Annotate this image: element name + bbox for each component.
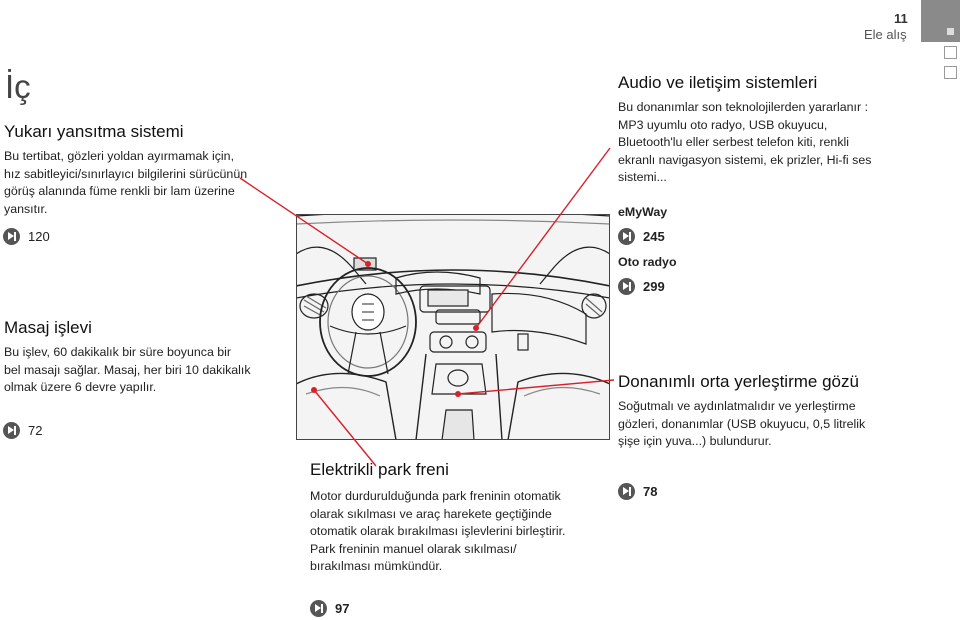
page-ref-icon bbox=[3, 422, 20, 439]
emyway-label: eMyWay bbox=[618, 205, 668, 219]
hud-text: Bu tertibat, gözleri yoldan ayırmamak iç… bbox=[4, 149, 248, 216]
radio-page-ref[interactable]: 299 bbox=[618, 278, 665, 295]
chapter-tab-square bbox=[947, 28, 954, 35]
hud-page-ref[interactable]: 120 bbox=[3, 228, 50, 245]
dashboard-illustration bbox=[296, 214, 610, 440]
massage-heading: Masaj işlevi bbox=[4, 318, 92, 337]
page-ref-icon bbox=[310, 600, 327, 617]
page-number: 11 bbox=[894, 11, 908, 26]
nav-square-2 bbox=[944, 66, 957, 79]
audio-text: Bu donanımlar son teknolojilerden yararl… bbox=[618, 100, 872, 184]
page-ref-icon bbox=[618, 483, 635, 500]
page-ref-icon bbox=[618, 228, 635, 245]
console-text: Soğutmalı ve aydınlatmalıdır ve yerleşti… bbox=[618, 399, 866, 448]
parking-page-ref[interactable]: 97 bbox=[310, 600, 349, 617]
parking-heading: Elektrikli park freni bbox=[310, 460, 449, 479]
massage-section: Masaj işlevi Bu işlev, 60 dakikalık bir … bbox=[4, 318, 294, 397]
hud-section: Yukarı yansıtma sistemi Bu tertibat, göz… bbox=[4, 122, 294, 218]
chapter-tab bbox=[921, 0, 960, 42]
page-ref-icon bbox=[618, 278, 635, 295]
console-page-ref[interactable]: 78 bbox=[618, 483, 657, 500]
nav-square-1 bbox=[944, 46, 957, 59]
audio-section: Audio ve iletişim sistemleri Bu donanıml… bbox=[618, 73, 918, 187]
hud-heading: Yukarı yansıtma sistemi bbox=[4, 122, 184, 141]
page-ref-icon bbox=[3, 228, 20, 245]
massage-text: Bu işlev, 60 dakikalık bir süre boyunca … bbox=[4, 345, 251, 394]
console-section: Donanımlı orta yerleştirme gözü Soğutmal… bbox=[618, 372, 918, 451]
massage-page-ref[interactable]: 72 bbox=[3, 422, 42, 439]
emyway-page-ref[interactable]: 245 bbox=[618, 228, 665, 245]
console-heading: Donanımlı orta yerleştirme gözü bbox=[618, 372, 859, 391]
page-title: İç bbox=[5, 68, 31, 105]
parking-section: Elektrikli park freni Motor durdurulduğu… bbox=[310, 460, 610, 576]
radio-label: Oto radyo bbox=[618, 255, 677, 269]
parking-text: Motor durdurulduğunda park freninin otom… bbox=[310, 489, 566, 573]
audio-heading: Audio ve iletişim sistemleri bbox=[618, 73, 818, 92]
section-name: Ele alış bbox=[864, 27, 907, 42]
